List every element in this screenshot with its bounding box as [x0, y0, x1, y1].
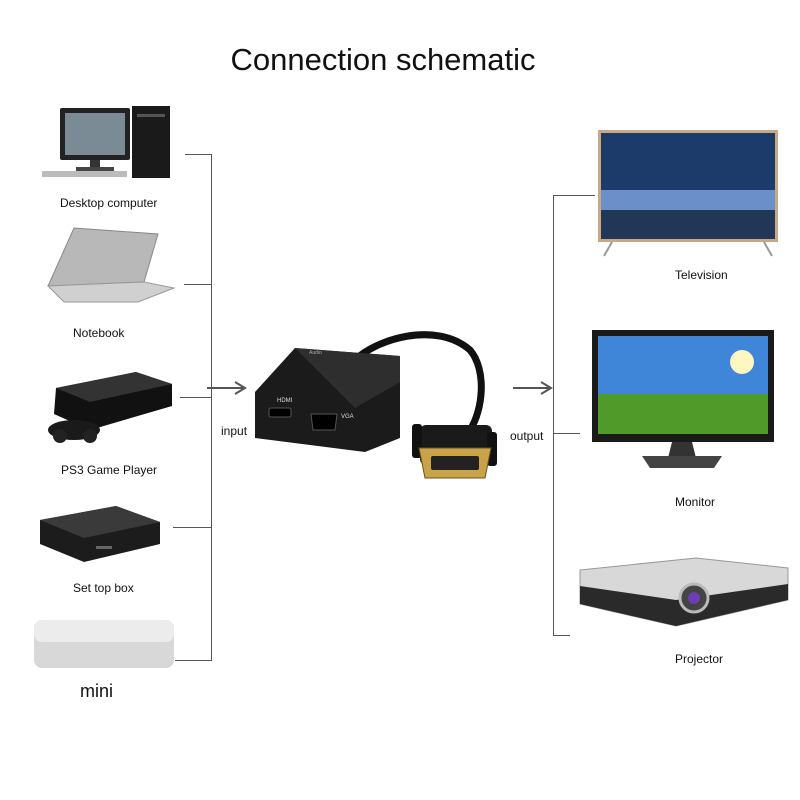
- output-bracket-line: [553, 195, 554, 636]
- hdmi-port-icon: [268, 407, 292, 418]
- output-label-projector: Projector: [675, 652, 724, 666]
- monitor-icon: [592, 330, 774, 468]
- input-label-notebook: Notebook: [73, 326, 125, 340]
- adapter-port-label: VGA: [341, 414, 354, 420]
- desktop-computer-icon: [42, 106, 170, 178]
- notebook-icon: [46, 227, 176, 303]
- output-label-monitor: Monitor: [675, 495, 716, 509]
- set-top-box-icon: [40, 506, 160, 562]
- projector-icon: [579, 557, 789, 627]
- television-icon: [598, 130, 778, 257]
- page-title: Connection schematic: [230, 42, 536, 77]
- mini-computer-icon: [34, 620, 174, 668]
- adapter-port-label: HDMI: [277, 398, 293, 404]
- input-branch: [185, 154, 211, 155]
- hdmi-vga-adapter-image: Audio HDMI VGA: [255, 331, 497, 479]
- output-label: output: [510, 429, 544, 443]
- input-branch: [180, 397, 211, 398]
- output-branch: [553, 635, 570, 636]
- input-label-desktop: Desktop computer: [60, 196, 158, 210]
- input-label-ps3: PS3 Game Player: [61, 463, 158, 477]
- output-branch: [553, 433, 580, 434]
- game-console-icon: [48, 372, 172, 443]
- output-arrow-icon: [513, 381, 553, 395]
- vga-port-icon: [310, 413, 338, 431]
- input-label: input: [221, 424, 248, 438]
- input-arrow-icon: [207, 381, 247, 395]
- input-branch: [184, 284, 211, 285]
- input-branch: [175, 660, 211, 661]
- input-label-mini: mini: [80, 681, 114, 701]
- input-label-set-top-box: Set top box: [73, 581, 134, 595]
- output-label-television: Television: [675, 268, 728, 282]
- input-bracket-line: [211, 154, 212, 661]
- adapter-port-label: Audio: [309, 350, 322, 356]
- output-branch: [553, 195, 595, 196]
- input-branch: [173, 527, 211, 528]
